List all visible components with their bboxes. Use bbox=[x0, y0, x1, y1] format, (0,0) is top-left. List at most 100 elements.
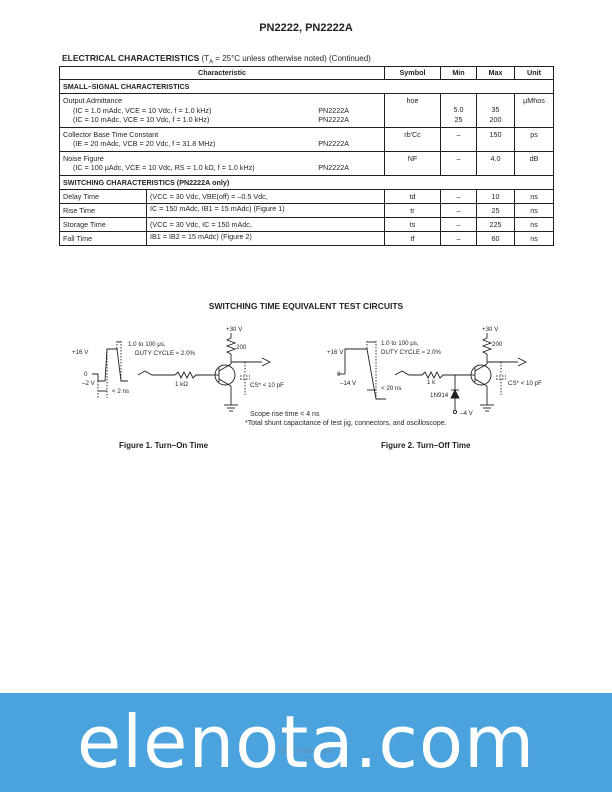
fig1-vcc: +30 V bbox=[226, 326, 243, 333]
fig2-diode: 1N914 bbox=[430, 392, 449, 399]
ec-condition: (TA = 25°C unless otherwise noted) (Cont… bbox=[201, 54, 371, 66]
ec-heading-title: ELECTRICAL CHARACTERISTICS bbox=[62, 53, 200, 63]
sw-label-1: Rise Time bbox=[60, 203, 147, 217]
cb-device: PN2222A bbox=[318, 139, 349, 148]
sw-unit-3: ns bbox=[514, 230, 554, 246]
sw-cond1a: (VCC = 30 Vdc, VBE(off) = –0.5 Vdc, bbox=[150, 191, 268, 201]
test-circuits-diagram: +30 V 200 1.0 to 100 μs, DUTY CYCLE ≈ 2.… bbox=[72, 326, 542, 417]
fig2-pulse: 1.0 to 100 μs, bbox=[381, 340, 419, 347]
header-max: Max bbox=[476, 66, 515, 80]
oa-unit: μMhos bbox=[514, 93, 554, 128]
oa-device2: PN2222A bbox=[318, 115, 349, 124]
fig1-rise: < 2 ns bbox=[112, 388, 129, 395]
oa-min1: 5.0 bbox=[453, 105, 464, 114]
nf-max: 4.0 bbox=[476, 150, 515, 176]
sw-label-3: Fall Time bbox=[60, 231, 147, 245]
sw-cond1b: IC = 150 mAdc, IB1 = 15 mAdc) (Figure 1) bbox=[150, 203, 285, 213]
header-symbol: Symbol bbox=[384, 66, 441, 80]
nf-min: – bbox=[440, 150, 477, 176]
table-row: Output Admittance (IC = 1.0 mAdc, VCE = … bbox=[59, 93, 554, 128]
sw-unit-2: ns bbox=[514, 216, 554, 232]
fig2-vzero: 0 bbox=[337, 371, 341, 378]
characteristics-table: Characteristic Symbol Min Max Unit SMALL… bbox=[59, 66, 554, 246]
sw-symbol-1: tr bbox=[384, 202, 441, 218]
output-admittance-label: Output Admittance bbox=[63, 96, 123, 105]
oa-symbol: hoe bbox=[384, 93, 441, 128]
sw-max-2: 225 bbox=[476, 216, 515, 232]
sw-min-3: – bbox=[440, 230, 477, 246]
cb-label: Collector Base Time Constant bbox=[63, 129, 159, 139]
oa-max1: 35 bbox=[491, 105, 500, 114]
fig1-vlow: –2 V bbox=[82, 380, 96, 387]
table-row: Rise Time IC = 150 mAdc, IB1 = 15 mAdc) … bbox=[59, 202, 554, 218]
footer-url: http://onsemi.com bbox=[278, 748, 334, 755]
sw-max-3: 60 bbox=[476, 230, 515, 246]
fig2-duty: DUTY CYCLE ≈ 2.0% bbox=[381, 349, 442, 356]
figure1-caption: Figure 1. Turn–On Time bbox=[119, 441, 209, 450]
cb-min: – bbox=[440, 126, 477, 152]
oa-cond1: (IC = 1.0 mAdc, VCE = 10 Vdc, f = 1.0 kH… bbox=[73, 105, 212, 115]
oa-device1: PN2222A bbox=[318, 105, 349, 115]
sw-label-2: Storage Time bbox=[60, 217, 147, 231]
oa-max2: 200 bbox=[489, 114, 502, 124]
fig2-vhigh: +16 V bbox=[327, 349, 344, 356]
fig1-pulse: 1.0 to 100 μs, bbox=[128, 341, 166, 348]
watermark-banner bbox=[0, 693, 612, 792]
fig1-rb: 1 kΩ bbox=[175, 381, 188, 388]
fig2-vcc: +30 V bbox=[482, 326, 499, 333]
table-row: Collector Base Time Constant (IE = 20 mA… bbox=[59, 126, 554, 152]
watermark-logo: elenota.com bbox=[76, 700, 536, 784]
note-capacitance: *Total shunt capacitance of test jig, co… bbox=[245, 420, 447, 427]
sw-min-0: – bbox=[440, 188, 477, 204]
cb-cond: (IE = 20 mAdc, VCB = 20 Vdc, f = 31.8 MH… bbox=[73, 139, 216, 148]
footer-page-number: 3 bbox=[304, 758, 308, 765]
table-row: Delay Time (VCC = 30 Vdc, VBE(off) = –0.… bbox=[59, 188, 554, 204]
sw-min-1: – bbox=[440, 202, 477, 218]
cb-unit: ps bbox=[514, 126, 554, 152]
header-unit: Unit bbox=[514, 66, 554, 80]
nf-device: PN2222A bbox=[318, 163, 349, 172]
nf-label: Noise Figure bbox=[63, 153, 104, 163]
fig1-cs: CS* < 10 pF bbox=[250, 382, 284, 389]
circuits-title: SWITCHING TIME EQUIVALENT TEST CIRCUITS bbox=[208, 301, 404, 311]
table-row: Storage Time (VCC = 30 Vdc, IC = 150 mAd… bbox=[59, 216, 554, 232]
sw-cond2b: IB1 = IB2 = 15 mAdc) (Figure 2) bbox=[150, 231, 252, 241]
sw-symbol-2: ts bbox=[384, 216, 441, 232]
sw-unit-0: ns bbox=[514, 188, 554, 204]
section-small-signal: SMALL–SIGNAL CHARACTERISTICS bbox=[59, 79, 554, 94]
sw-min-2: – bbox=[440, 216, 477, 232]
header-min: Min bbox=[440, 66, 477, 80]
fig2-vlow: –14 V bbox=[340, 380, 357, 387]
section-switching: SWITCHING CHARACTERISTICS (PN2222A only) bbox=[59, 174, 554, 190]
oa-cond2: (IC = 10 mAdc, VCE = 10 Vdc, f = 1.0 kHz… bbox=[73, 115, 210, 124]
cb-symbol: rb′Cc bbox=[384, 126, 441, 152]
ec-heading: ELECTRICAL CHARACTERISTICS (TA = 25°C un… bbox=[62, 53, 371, 66]
nf-unit: dB bbox=[514, 150, 554, 176]
fig1-duty: DUTY CYCLE ≈ 2.0% bbox=[135, 350, 196, 357]
sw-symbol-3: tf bbox=[384, 230, 441, 246]
sw-max-0: 10 bbox=[476, 188, 515, 204]
nf-cond: (IC = 100 μAdc, VCE = 10 Vdc, RS = 1.0 k… bbox=[73, 163, 255, 172]
fig2-rc: 200 bbox=[492, 341, 503, 348]
note-scope: Scope rise time < 4 ns bbox=[250, 411, 320, 418]
table-row: Noise Figure (IC = 100 μAdc, VCE = 10 Vd… bbox=[59, 150, 554, 176]
fig1-vzero: 0 bbox=[84, 371, 88, 378]
fig2-cs: CS* < 10 pF bbox=[508, 380, 542, 387]
nf-symbol: NF bbox=[384, 150, 441, 176]
fig2-fall: < 20 ns bbox=[381, 385, 401, 392]
sw-symbol-0: td bbox=[384, 188, 441, 204]
fig2-vneg: –4 V bbox=[460, 410, 474, 417]
fig1-rc: 200 bbox=[236, 344, 247, 351]
sw-unit-1: ns bbox=[514, 202, 554, 218]
fig2-rb: 1 k bbox=[427, 379, 436, 386]
table-row: Fall Time IB1 = IB2 = 15 mAdc) (Figure 2… bbox=[59, 230, 554, 246]
page-title: PN2222, PN2222A bbox=[259, 22, 353, 34]
fig1-vhigh: +16 V bbox=[72, 349, 89, 356]
figure2-caption: Figure 2. Turn–Off Time bbox=[381, 441, 471, 450]
sw-cond2a: (VCC = 30 Vdc, IC = 150 mAdc, bbox=[150, 219, 252, 229]
sw-label-0: Delay Time bbox=[60, 189, 147, 203]
header-characteristic: Characteristic bbox=[59, 66, 385, 80]
sw-max-1: 25 bbox=[476, 202, 515, 218]
oa-min2: 25 bbox=[454, 114, 463, 124]
table-header-row: Characteristic Symbol Min Max Unit bbox=[59, 66, 554, 80]
